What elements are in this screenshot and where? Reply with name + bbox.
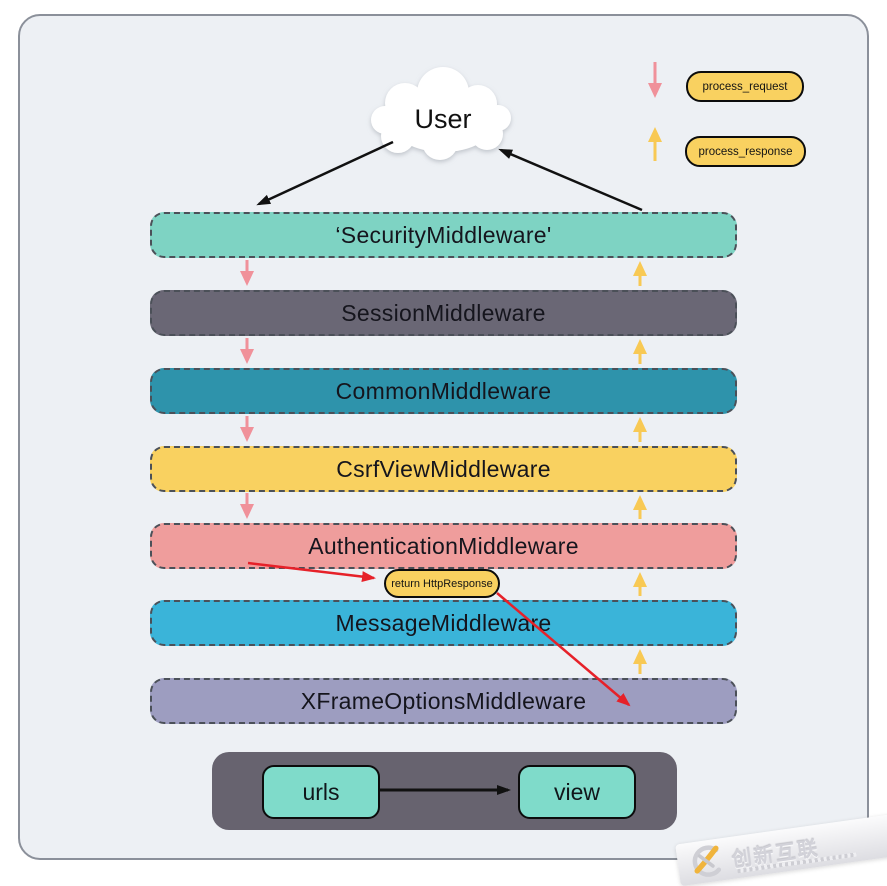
legend-process-response-label: process_response: [698, 145, 793, 158]
middleware-bar-common: CommonMiddleware: [150, 368, 737, 414]
middleware-bar-message: MessageMiddleware: [150, 600, 737, 646]
middleware-label-session: SessionMiddleware: [341, 299, 546, 326]
view-node-label: view: [553, 778, 600, 805]
return-httpresponse-label: return HttpResponse: [391, 577, 493, 590]
middleware-label-message: MessageMiddleware: [335, 609, 552, 636]
view-node: view: [518, 765, 636, 819]
watermark-logo-icon: [692, 845, 722, 877]
middleware-label-xframeoptions: XFrameOptionsMiddleware: [300, 687, 587, 714]
middleware-bar-session: SessionMiddleware: [150, 290, 737, 336]
urls-node: urls: [262, 765, 380, 819]
middleware-bar-csrf: CsrfViewMiddleware: [150, 446, 737, 492]
middleware-label-common: CommonMiddleware: [335, 377, 552, 404]
return-httpresponse-pill: return HttpResponse: [384, 569, 500, 598]
middleware-bar-authentication: AuthenticationMiddleware: [150, 523, 737, 569]
legend-process-response-pill: process_response: [685, 136, 806, 167]
legend-process-request-pill: process_request: [686, 71, 804, 102]
middleware-label-csrf: CsrfViewMiddleware: [336, 455, 551, 482]
urls-node-label: urls: [302, 778, 340, 805]
middleware-label-authentication: AuthenticationMiddleware: [308, 532, 579, 559]
middleware-bar-security: ‘SecurityMiddleware': [150, 212, 737, 258]
legend-process-request-label: process_request: [702, 80, 788, 93]
user-node-label: User: [414, 104, 472, 134]
middleware-label-security: ‘SecurityMiddleware': [335, 221, 552, 248]
middleware-bar-xframeoptions: XFrameOptionsMiddleware: [150, 678, 737, 724]
